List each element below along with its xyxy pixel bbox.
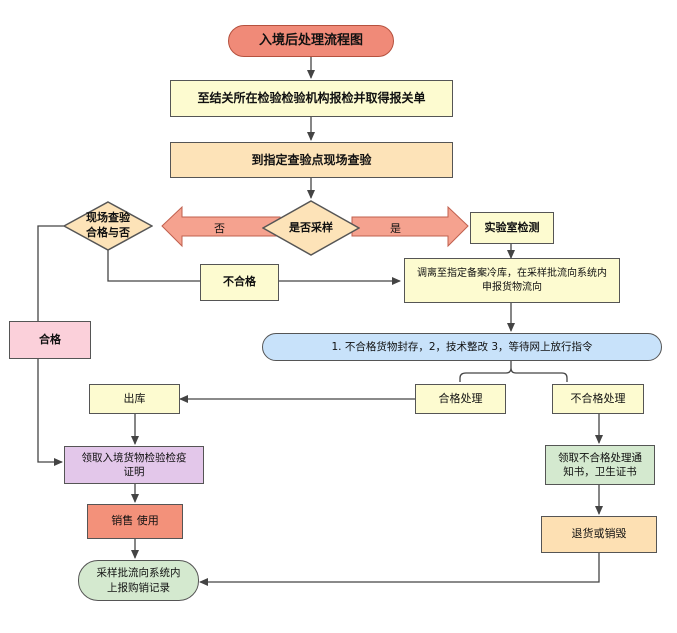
step-transfer: 调离至指定备案冷库，在采样批流向系统内申报货物流向 [404, 258, 620, 303]
title-node: 入境后处理流程图 [228, 25, 394, 57]
tag-qualified: 合格 [9, 321, 91, 359]
edge-return-record [199, 553, 600, 586]
step-ok-process: 合格处理 [415, 384, 506, 414]
step-out: 出库 [89, 384, 180, 414]
branch-label-yes: 是 [390, 222, 401, 235]
step-inspect: 到指定查验点现场查验 [170, 142, 453, 178]
step-sale: 销售 使用 [87, 504, 183, 539]
decision-site-check-label: 现场查验合格与否 [86, 211, 130, 239]
edge-sitecheck-transfer [107, 250, 401, 285]
step-lab: 实验室检测 [470, 212, 554, 244]
decision-sampling-label: 是否采样 [289, 220, 333, 234]
step-ng-process: 不合格处理 [552, 384, 644, 414]
step-certificate: 领取入境货物检验检疫证明 [64, 446, 204, 484]
decision-site-check: 现场查验合格与否 [63, 201, 153, 251]
step-report: 至结关所在检验检验机构报检并取得报关单 [170, 80, 453, 117]
branch-label-no: 否 [214, 222, 225, 235]
tag-unqualified: 不合格 [200, 264, 279, 301]
branch-arrow-right [351, 205, 469, 248]
decision-sampling: 是否采样 [262, 200, 360, 256]
edge-wait-brace [459, 361, 568, 382]
step-return: 退货或销毁 [541, 516, 657, 553]
step-wait: 1. 不合格货物封存，2，技术整改 3，等待网上放行指令 [262, 333, 662, 361]
step-record: 采样批流向系统内上报购销记录 [78, 560, 199, 601]
step-notice: 领取不合格处理通知书，卫生证书 [545, 445, 655, 485]
